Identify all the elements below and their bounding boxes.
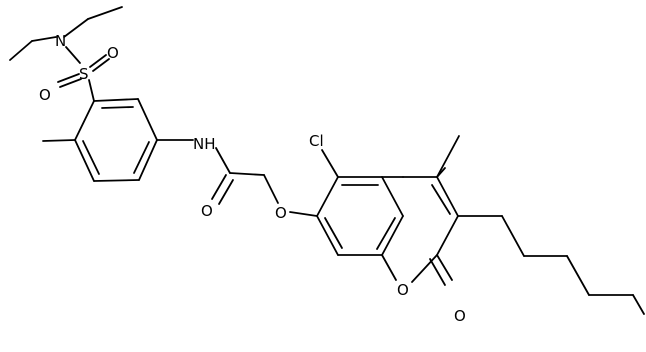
bond — [9, 40, 33, 61]
bond — [82, 140, 100, 175]
bond — [501, 215, 525, 257]
atom-label-o-amide: O — [201, 202, 213, 220]
bond — [89, 54, 107, 68]
atom-label-o-ring: O — [397, 281, 409, 299]
bond — [263, 174, 279, 204]
bond — [101, 106, 134, 109]
atom-label-o-ether: O — [275, 204, 287, 222]
bond — [316, 176, 339, 217]
bond — [92, 58, 110, 72]
bond — [411, 254, 438, 283]
atom-label-o-sulfonyl-lower: O — [39, 86, 51, 104]
atom-label-o-lactone: O — [454, 307, 466, 325]
bond — [436, 254, 453, 281]
bond — [74, 100, 95, 141]
bond — [316, 215, 339, 256]
bond — [88, 79, 95, 102]
bond — [321, 149, 339, 178]
bond — [381, 254, 397, 281]
bond — [215, 147, 231, 174]
atom-label-s-sulfonyl: S — [79, 65, 89, 83]
bond — [63, 18, 89, 38]
bond — [381, 215, 404, 256]
bond — [436, 176, 459, 217]
bond — [42, 139, 76, 142]
bond — [436, 135, 460, 178]
bond — [229, 172, 265, 176]
bond — [381, 176, 404, 217]
bond — [138, 139, 158, 181]
atom-label-n-amide: NH — [193, 135, 216, 153]
chromenone-bonds — [316, 149, 459, 286]
bond — [59, 78, 82, 88]
toluene-ring-bonds — [42, 98, 158, 182]
bond — [93, 98, 139, 102]
bond — [65, 46, 81, 64]
amide-linker-bonds — [156, 139, 318, 217]
sulfonyl-bonds — [57, 46, 110, 102]
bond — [211, 174, 227, 200]
atom-label-n-sulfonamide: N — [55, 32, 66, 50]
bond — [632, 294, 645, 315]
methyl-bonds — [436, 135, 460, 178]
bond — [57, 73, 80, 83]
bond — [87, 6, 123, 20]
bond — [436, 215, 459, 256]
bond — [376, 217, 396, 250]
bond — [74, 139, 95, 182]
bond — [289, 211, 318, 217]
bond — [566, 255, 590, 296]
atom-label-chlorine: Cl — [309, 132, 324, 150]
bond — [431, 184, 451, 215]
bond — [218, 179, 234, 205]
bond — [429, 258, 446, 286]
atom-label-o-sulfonyl-upper: O — [107, 44, 119, 62]
atom-labels: N S O O NH O O Cl O O — [39, 32, 466, 325]
hexyl-chain-bonds — [457, 215, 645, 315]
bond — [133, 141, 150, 174]
bond — [324, 217, 343, 249]
n-ethyl-bonds — [9, 6, 123, 61]
bond — [137, 98, 158, 141]
bond — [93, 179, 140, 182]
bond — [31, 36, 57, 42]
